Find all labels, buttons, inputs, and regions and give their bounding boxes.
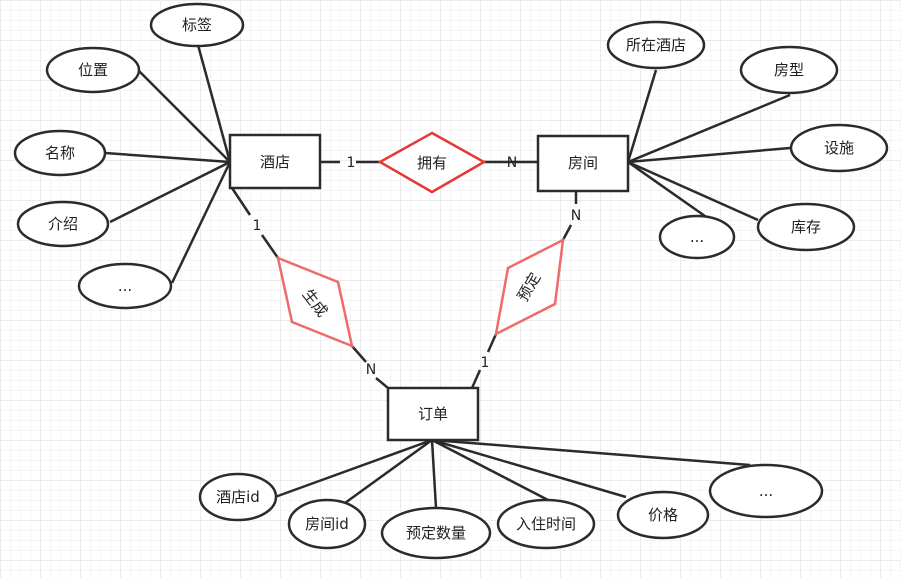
room-attribute-lines: [626, 69, 791, 230]
attr-room-hotel-label: 所在酒店: [626, 36, 686, 54]
attr-hotel-tag: 标签: [149, 2, 245, 48]
relationship-book: 预定: [494, 237, 565, 337]
entity-order-label: 订单: [418, 405, 448, 423]
attr-hotel-location-label: 位置: [78, 61, 108, 79]
attr-hotel-name-label: 名称: [45, 144, 75, 162]
cardinality-hotel-generate: 1: [253, 218, 262, 234]
entity-hotel-label: 酒店: [260, 153, 290, 171]
entity-room: 房间: [536, 134, 630, 193]
order-attribute-lines: [274, 438, 751, 509]
attr-order-quantity: 预定数量: [380, 506, 492, 560]
attr-room-hotel: 所在酒店: [606, 20, 706, 70]
attr-room-stock-label: 库存: [791, 218, 821, 236]
relationship-lines: [230, 160, 578, 389]
attr-order-room-id: 房间id: [287, 498, 367, 550]
attr-order-checkin-label: 入住时间: [516, 515, 576, 533]
relationship-generate: 生成: [276, 255, 354, 349]
attr-hotel-more-label: ...: [118, 277, 132, 295]
cardinality-generate-order: N: [366, 362, 376, 378]
cardinality-room-book: N: [571, 208, 581, 224]
attr-room-stock: 库存: [756, 202, 856, 252]
attr-order-more: ...: [708, 463, 824, 519]
relationship-has-label: 拥有: [417, 154, 447, 172]
attr-hotel-tag-label: 标签: [182, 16, 212, 34]
hotel-attribute-lines: [104, 44, 232, 284]
attr-room-facility: 设施: [789, 123, 889, 173]
attr-hotel-location: 位置: [45, 46, 141, 94]
attr-order-more-label: ...: [759, 482, 773, 500]
attr-room-facility-label: 设施: [824, 139, 854, 157]
attr-room-more: ...: [658, 214, 736, 260]
attr-hotel-intro: 介绍: [16, 200, 110, 248]
cardinality-has-room: N: [507, 155, 517, 171]
attr-order-price-label: 价格: [648, 506, 678, 524]
attr-order-price: 价格: [616, 490, 710, 540]
attr-order-checkin: 入住时间: [496, 498, 596, 550]
attr-hotel-name: 名称: [13, 129, 107, 177]
attr-order-hotel-id: 酒店id: [198, 472, 278, 522]
attr-order-hotel-id-label: 酒店id: [216, 488, 260, 506]
attr-hotel-intro-label: 介绍: [48, 215, 78, 233]
relationship-has: 拥有: [377, 131, 487, 194]
entity-order: 订单: [386, 386, 480, 442]
attr-room-type: 房型: [739, 45, 839, 95]
cardinality-book-order: 1: [481, 355, 490, 371]
cardinality-hotel-has: 1: [347, 155, 356, 171]
entity-room-label: 房间: [568, 154, 598, 172]
attr-room-type-label: 房型: [774, 61, 804, 79]
attr-hotel-more: ...: [77, 262, 173, 310]
attr-order-room-id-label: 房间id: [305, 515, 349, 533]
attr-room-more-label: ...: [690, 228, 704, 246]
entity-hotel: 酒店: [228, 133, 322, 190]
attr-order-quantity-label: 预定数量: [406, 524, 466, 542]
